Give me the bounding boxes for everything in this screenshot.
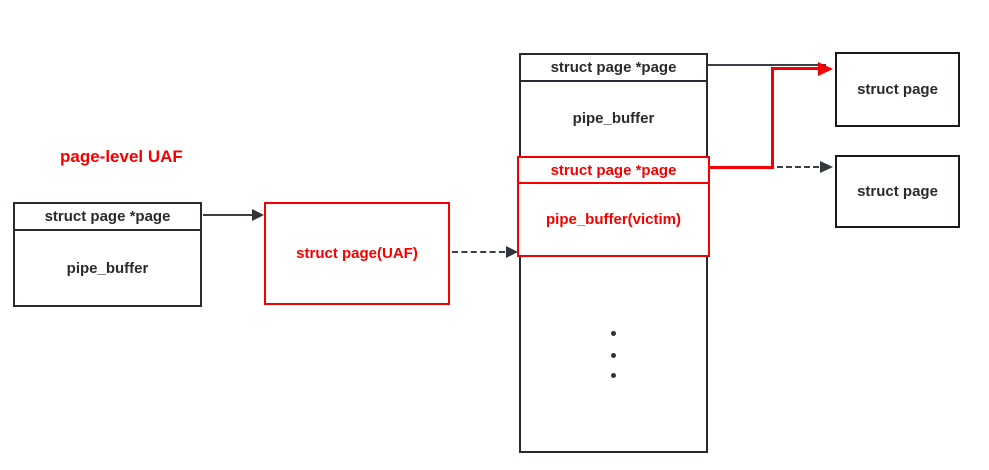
left-pipe-buffer-box: struct page *page pipe_buffer [13, 202, 202, 307]
ellipsis-dot [611, 353, 616, 358]
left-struct-page-pointer-field: struct page *page [15, 204, 200, 231]
victim-struct-page-pointer-field: struct page *page [519, 158, 708, 184]
victim-pipe-buffer-block: struct page *page pipe_buffer(victim) [517, 156, 710, 257]
arrow-top-pointer-to-struct-page-shaft [708, 64, 826, 66]
dashed-arrow-uaf-to-column-shaft [452, 251, 505, 253]
ellipsis-dot [611, 373, 616, 378]
struct-page-uaf-box: struct page(UAF) [264, 202, 450, 305]
dashed-arrow-victim-to-old-page-head [820, 161, 833, 173]
left-pipe-buffer-label: pipe_buffer [66, 259, 149, 277]
page-level-uaf-label: page-level UAF [60, 147, 183, 166]
arrow-left-to-uaf-shaft [203, 214, 254, 216]
red-arrow-victim-segment-bottom [708, 166, 774, 169]
column-pipe-buffer-label: pipe_buffer [572, 109, 655, 127]
red-arrow-victim-head [818, 62, 833, 76]
ellipsis-dot [611, 331, 616, 336]
red-arrow-victim-segment-top [771, 67, 820, 70]
struct-page-box-top: struct page [835, 52, 960, 127]
dashed-arrow-uaf-to-column-head [506, 246, 518, 258]
red-arrow-victim-segment-vertical [771, 67, 774, 169]
column-struct-page-pointer-field: struct page *page [521, 55, 706, 82]
struct-page-box-bottom: struct page [835, 155, 960, 228]
victim-pipe-buffer-label: pipe_buffer(victim) [545, 211, 681, 228]
arrow-left-to-uaf-head [252, 209, 264, 221]
dashed-arrow-victim-to-old-page-shaft [777, 166, 819, 168]
